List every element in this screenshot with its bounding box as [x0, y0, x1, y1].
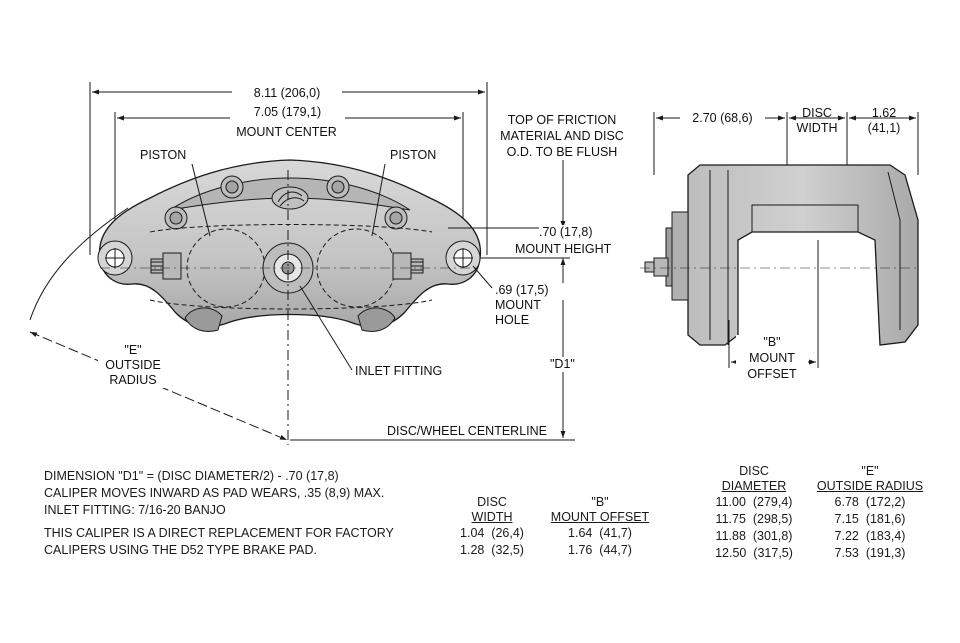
mount-center-label: MOUNT CENTER [236, 125, 337, 139]
mount-offset-table: DISC "B" WIDTH MOUNT OFFSET 1.04 (26,4) … [450, 495, 666, 559]
outside-radius-label-3: RADIUS [98, 373, 168, 388]
table-header: DIAMETER [721, 479, 787, 493]
friction-note-2: MATERIAL AND DISC [500, 129, 624, 143]
outside-radius-arc [29, 207, 129, 321]
bleeder-fittings [150, 252, 424, 280]
table-cell: 11.88 (301,8) [715, 529, 793, 543]
table-row: 1.04 (26,4) 1.64 (41,7) [450, 525, 666, 542]
d1-label: "D1" [550, 357, 575, 372]
table-row: 11.88 (301,8) 7.22 (183,4) [700, 528, 932, 545]
table-header: DISC [739, 464, 769, 478]
side-width-value: 2.70 (68,6) [680, 111, 765, 126]
table-header: "B" [591, 495, 609, 509]
offset-value-1: 1.62 [871, 106, 897, 120]
notes-block-1: DIMENSION "D1" = (DISC DIAMETER/2) - .70… [44, 468, 384, 519]
piston-right-label: PISTON [390, 148, 437, 162]
overall-width-label: 8.11 (206,0) [232, 86, 342, 101]
mount-offset-label-2: MOUNT [736, 351, 808, 366]
table-header: "E" [861, 464, 879, 478]
outside-radius-label-1: "E" [98, 343, 168, 358]
table-cell: 7.53 (191,3) [834, 546, 906, 560]
mount-center-value: 7.05 (179,1) [230, 105, 345, 120]
table-header: OUTSIDE RADIUS [816, 479, 924, 493]
mount-offset-label-1: "B" [736, 335, 808, 350]
table-header: DISC [477, 495, 507, 509]
mount-offset-label-3: OFFSET [747, 367, 797, 381]
side-bleeder [644, 257, 669, 277]
table-cell: 1.76 (44,7) [568, 543, 632, 557]
mount-holes [97, 240, 481, 276]
table-cell: 1.04 (26,4) [460, 526, 524, 540]
mount-hole-label-1: MOUNT [495, 298, 541, 312]
table-cell: 11.00 (279,4) [715, 495, 793, 509]
inlet-fitting-label: INLET FITTING [355, 364, 443, 378]
disc-width-label-1: DISC [802, 106, 832, 120]
bleeder-bolts [164, 175, 408, 230]
table-header: MOUNT OFFSET [550, 510, 650, 524]
table-cell: 12.50 (317,5) [715, 546, 793, 560]
logo-emblem [271, 186, 309, 210]
piston-left-label: PISTON [140, 148, 187, 162]
table-cell: 6.78 (172,2) [834, 495, 906, 509]
note-line: DIMENSION "D1" = (DISC DIAMETER/2) - .70… [44, 469, 339, 483]
table-cell: 7.15 (181,6) [834, 512, 906, 526]
note-line: CALIPER MOVES INWARD AS PAD WEARS, .35 (… [44, 486, 385, 500]
front-view [29, 82, 575, 445]
table-cell: 1.28 (32,5) [460, 543, 524, 557]
mount-height-label: MOUNT HEIGHT [515, 242, 612, 257]
note-line: CALIPERS USING THE D52 TYPE BRAKE PAD. [44, 543, 318, 557]
note-line: THIS CALIPER IS A DIRECT REPLACEMENT FOR… [44, 526, 394, 540]
side-view [640, 112, 920, 368]
table-cell: 7.22 (183,4) [834, 529, 906, 543]
table-row: 11.00 (279,4) 6.78 (172,2) [700, 494, 932, 511]
side-body [687, 164, 919, 346]
friction-note-3: O.D. TO BE FLUSH [506, 145, 618, 159]
mount-hole-label-2: HOLE [495, 313, 530, 327]
mount-height-value: .70 (17,8) [539, 225, 593, 240]
table-cell: 11.75 (298,5) [715, 512, 793, 526]
centerline-label: DISC/WHEEL CENTERLINE [387, 424, 547, 438]
offset-value-2: (41,1) [867, 121, 901, 135]
mount-hole-value: .69 (17,5) [495, 283, 549, 297]
outside-radius-table: DISC "E" DIAMETER OUTSIDE RADIUS 11.00 (… [700, 464, 932, 562]
friction-note-1: TOP OF FRICTION [507, 113, 617, 127]
table-cell: 1.64 (41,7) [568, 526, 632, 540]
table-header: WIDTH [471, 510, 513, 524]
outside-radius-label-2: OUTSIDE [98, 358, 168, 373]
table-row: 1.28 (32,5) 1.76 (44,7) [450, 542, 666, 559]
note-line: INLET FITTING: 7/16-20 BANJO [44, 503, 226, 517]
table-row: 12.50 (317,5) 7.53 (191,3) [700, 545, 932, 562]
table-row: 11.75 (298,5) 7.15 (181,6) [700, 511, 932, 528]
notes-block-2: THIS CALIPER IS A DIRECT REPLACEMENT FOR… [44, 525, 394, 559]
disc-width-label-2: WIDTH [796, 121, 838, 135]
